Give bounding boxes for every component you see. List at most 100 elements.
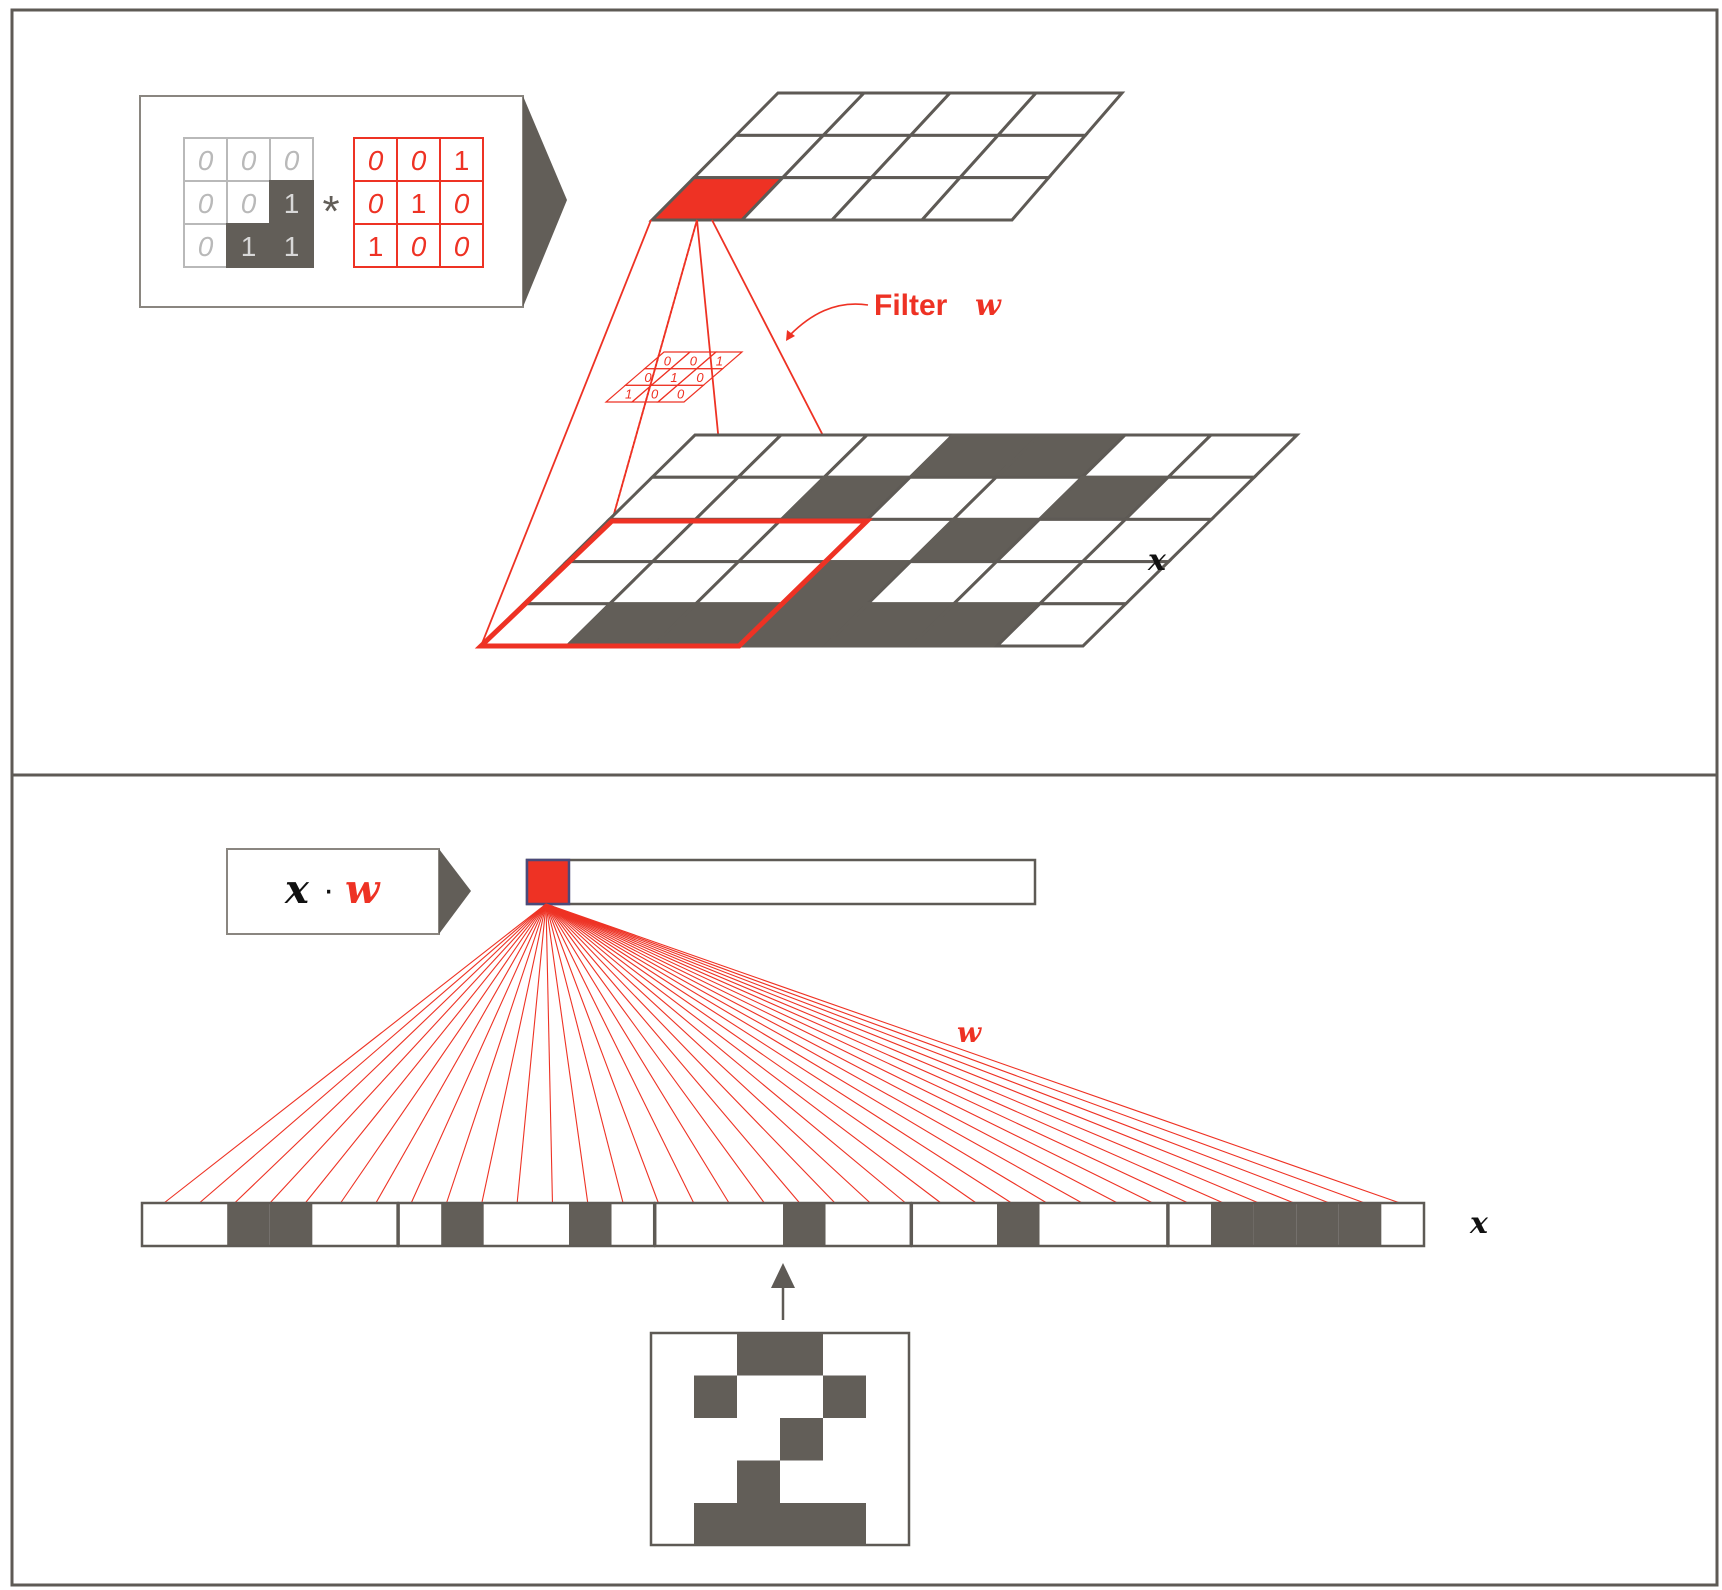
weight-line — [545, 903, 659, 1204]
patch-value: 0 — [198, 145, 214, 176]
weight-line — [269, 903, 547, 1204]
floating-filter-value: 1 — [716, 353, 723, 368]
weight-line — [198, 903, 547, 1204]
weight-line — [545, 903, 871, 1204]
vector-cell — [868, 1203, 911, 1246]
convolution-operator: * — [322, 187, 339, 236]
grid-cell — [918, 176, 1052, 222]
filter-symbol: w — [975, 288, 1002, 323]
vector-cell — [1253, 1203, 1297, 1246]
filter-value: 1 — [411, 188, 427, 219]
filter-cell — [396, 223, 441, 268]
floating-filter-value: 0 — [664, 353, 672, 368]
vector-cell — [954, 1203, 997, 1246]
weight-line — [545, 903, 624, 1204]
vector-cell — [740, 1203, 783, 1246]
patch-value: 0 — [284, 145, 300, 176]
weight-line — [340, 903, 547, 1204]
vector-cell — [355, 1203, 398, 1246]
floating-filter-value: 0 — [651, 387, 659, 402]
filter-cell — [353, 223, 398, 268]
vector-cell — [441, 1203, 484, 1246]
weight-line — [545, 903, 765, 1204]
grid-cell — [993, 602, 1130, 648]
weight-line — [545, 903, 1401, 1204]
vector-cell — [569, 1203, 612, 1246]
flattened-input-vector — [140, 1201, 1426, 1248]
vector-cell — [825, 1203, 869, 1246]
filter-value: 0 — [454, 188, 470, 219]
vector-cell — [142, 1203, 185, 1246]
filter-cell — [396, 180, 441, 225]
filter-label: Filter — [874, 289, 948, 322]
vector-cell — [1168, 1203, 1211, 1246]
vector-cell — [227, 1203, 270, 1246]
floating-filter-value: 1 — [625, 387, 632, 402]
weight-line — [545, 903, 1224, 1204]
weight-line — [545, 903, 1295, 1204]
floating-filter-value: 1 — [670, 370, 677, 385]
weight-line — [516, 903, 547, 1204]
patch-value: 0 — [198, 231, 214, 262]
weight-line — [545, 903, 977, 1204]
patch-cell — [269, 180, 314, 225]
vector-cell — [398, 1203, 442, 1246]
input-label-bottom: x — [1469, 1206, 1489, 1241]
vector-cell — [312, 1203, 355, 1246]
vector-cell — [1338, 1203, 1382, 1246]
weight-line — [545, 903, 836, 1204]
weight-line — [545, 903, 1048, 1204]
weight-line — [375, 903, 547, 1204]
weight-line — [545, 903, 1118, 1204]
patch-cell — [269, 223, 314, 268]
patch-value: 1 — [284, 188, 300, 219]
weight-line — [481, 903, 547, 1204]
weight-connections — [163, 903, 1401, 1204]
weight-line — [545, 903, 942, 1204]
weight-line — [545, 903, 906, 1204]
filter-value: 1 — [368, 231, 384, 262]
filter-value: 1 — [454, 145, 470, 176]
vector-cell — [526, 1203, 569, 1246]
digit-pixel — [737, 1460, 780, 1503]
floating-filter-value: 0 — [677, 387, 685, 402]
output-vector — [525, 858, 1037, 906]
patch-value: 1 — [284, 231, 300, 262]
filter-cell — [439, 223, 484, 268]
patch-value: 1 — [241, 231, 257, 262]
filter-annotation: Filter w — [786, 288, 1002, 341]
digit-pixel — [780, 1333, 823, 1376]
vector-cell — [997, 1203, 1040, 1246]
vector-cell — [611, 1203, 655, 1246]
weight-line — [304, 903, 547, 1204]
weight-line — [545, 903, 730, 1204]
input-image-grid — [477, 433, 1301, 648]
weight-line — [545, 903, 1012, 1204]
weight-line — [445, 903, 547, 1204]
callout-arrow-icon — [523, 96, 567, 307]
formula-x: x — [284, 866, 310, 913]
floating-filter-value: 0 — [644, 370, 652, 385]
filter-value: 0 — [411, 231, 427, 262]
callout-arrow-icon — [439, 849, 471, 934]
digit-image — [649, 1331, 911, 1547]
digit-pixel — [694, 1503, 737, 1546]
vector-cell — [184, 1203, 228, 1246]
receptive-field-dotted-line — [611, 219, 698, 522]
receptive-field-highlight — [474, 518, 874, 649]
weight-line — [545, 903, 1259, 1204]
vector-cell — [655, 1203, 698, 1246]
digit-pixel — [780, 1503, 823, 1546]
weight-line — [545, 903, 589, 1204]
vector-cell — [269, 1203, 313, 1246]
weight-line — [545, 903, 1330, 1204]
floating-filter-value: 0 — [690, 353, 698, 368]
weight-line — [234, 903, 547, 1204]
digit-pixel — [737, 1503, 780, 1546]
filter-value: 0 — [368, 188, 384, 219]
vector-cell — [1296, 1203, 1339, 1246]
